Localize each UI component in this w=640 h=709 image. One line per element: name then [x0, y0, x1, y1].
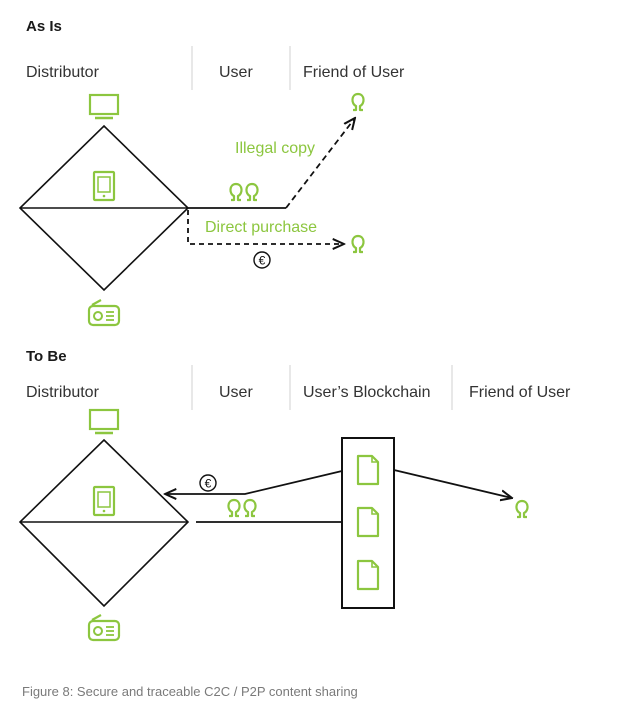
document-icon — [356, 559, 380, 591]
to-be-col-friend: Friend of User — [469, 384, 571, 401]
illegal-copy-label: Illegal copy — [235, 140, 316, 157]
document-icon — [356, 506, 380, 538]
euro-symbol: € — [205, 477, 212, 491]
to-be-col-blockchain: User’s Blockchain — [303, 384, 431, 401]
as-is-heading: As Is — [26, 18, 62, 35]
tablet-icon — [92, 485, 116, 517]
users-icon — [229, 182, 259, 202]
to-be-diamond — [18, 438, 190, 608]
as-is-col-user: User — [219, 64, 253, 81]
euro-symbol: € — [259, 254, 266, 268]
tablet-icon — [92, 170, 116, 202]
as-is-col-distributor: Distributor — [26, 64, 99, 81]
blockchain-box — [341, 437, 395, 609]
figure-caption: Figure 8: Secure and traceable C2C / P2P… — [22, 684, 358, 699]
users-icon — [227, 498, 257, 518]
euro-icon: € — [253, 251, 271, 269]
illegal-copy-arrow — [285, 118, 355, 209]
euro-icon: € — [199, 474, 217, 492]
user-icon — [515, 499, 529, 519]
user-icon — [351, 92, 365, 112]
radio-icon — [87, 299, 121, 327]
share-arrow — [393, 469, 512, 498]
to-be-col-distributor: Distributor — [26, 384, 99, 401]
tv-icon — [88, 93, 120, 120]
document-icon — [356, 454, 380, 486]
direct-purchase-label: Direct purchase — [205, 219, 318, 236]
as-is-col-friend: Friend of User — [303, 64, 405, 81]
radio-icon — [87, 614, 121, 642]
tv-icon — [88, 408, 120, 435]
to-be-heading: To Be — [26, 348, 67, 365]
direct-purchase-arrow — [187, 210, 344, 244]
payment-arrow — [165, 470, 343, 494]
user-icon — [351, 234, 365, 254]
to-be-col-user: User — [219, 384, 253, 401]
as-is-diamond — [18, 124, 190, 292]
